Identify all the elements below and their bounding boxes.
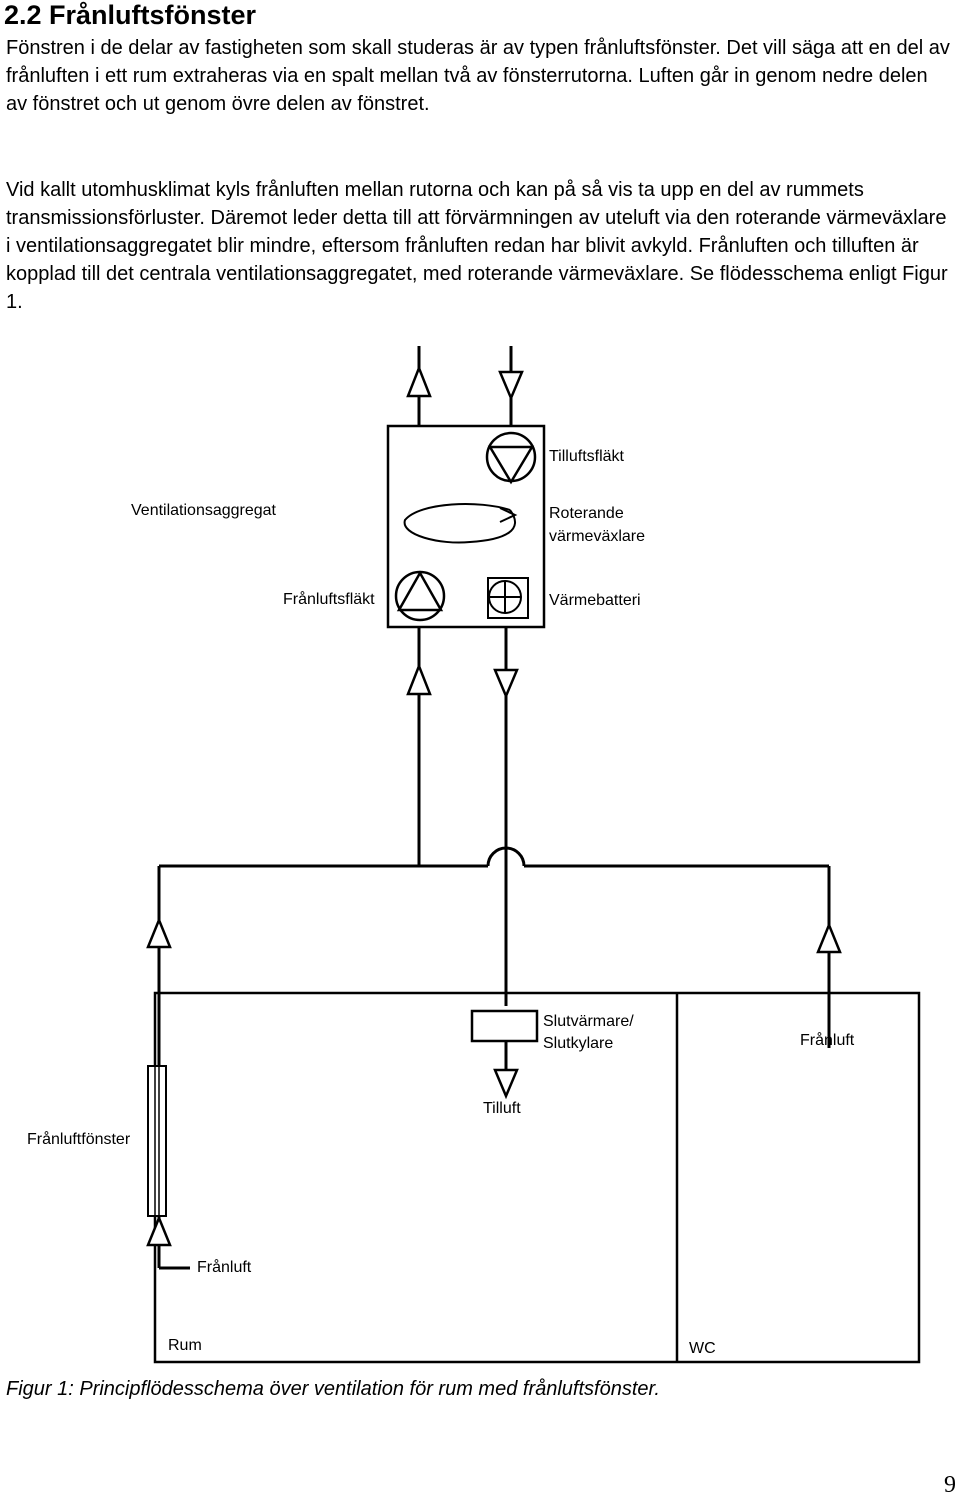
paragraph-intro: Fönstren i de delar av fastigheten som s… bbox=[6, 37, 950, 115]
figure-caption: Figur 1: Principflödesschema över ventil… bbox=[6, 1378, 660, 1400]
label-exhaust-fan: Frånluftsfläkt bbox=[283, 590, 375, 608]
arrow-up-room-exhaust-icon bbox=[146, 1214, 172, 1247]
label-wc: WC bbox=[689, 1340, 716, 1357]
rotary-exchanger-icon bbox=[403, 503, 516, 544]
label-heating-coil: Värmebatteri bbox=[549, 592, 641, 609]
exhaust-window-icon bbox=[147, 1065, 167, 1217]
page-number: 9 bbox=[944, 1472, 956, 1498]
arrow-down-outdoor-in-icon bbox=[498, 370, 524, 402]
arrow-up-window-icon bbox=[146, 916, 172, 949]
label-rotary-line2: värmeväxlare bbox=[549, 528, 645, 545]
arrow-down-tilluft-icon bbox=[493, 1068, 519, 1100]
ventilation-unit-box bbox=[386, 424, 546, 629]
arrow-up-exhaust-out-icon bbox=[406, 364, 432, 398]
exhaust-fan-icon bbox=[394, 570, 446, 622]
heating-coil-icon bbox=[487, 577, 529, 619]
label-end-heater-line2: Slutkylare bbox=[543, 1035, 613, 1052]
label-exhaust-air-room: Frånluft bbox=[197, 1258, 252, 1276]
duct-crossover bbox=[486, 846, 526, 867]
section-heading: 2.2 Frånluftsfönster bbox=[4, 0, 257, 30]
label-supply-air: Tilluft bbox=[483, 1100, 521, 1117]
end-heater-box bbox=[470, 1009, 539, 1043]
arrow-up-wc-icon bbox=[816, 921, 842, 954]
supply-fan-icon bbox=[485, 431, 537, 483]
arrow-down-supply-icon bbox=[493, 668, 519, 700]
label-exhaust-air-wc: Frånluft bbox=[800, 1031, 855, 1049]
label-supply-fan: Tilluftsfläkt bbox=[549, 448, 625, 465]
label-room: Rum bbox=[168, 1337, 202, 1354]
arrow-up-exhaust-return-icon bbox=[406, 662, 432, 696]
paragraph-cold-climate: Vid kallt utomhusklimat kyls frånluften … bbox=[6, 179, 948, 313]
label-end-heater-line1: Slutvärmare/ bbox=[543, 1013, 634, 1030]
label-rotary-line1: Roterande bbox=[549, 505, 624, 522]
label-unit: Ventilationsaggregat bbox=[131, 502, 277, 519]
label-exhaust-window: Frånluftfönster bbox=[27, 1130, 131, 1148]
